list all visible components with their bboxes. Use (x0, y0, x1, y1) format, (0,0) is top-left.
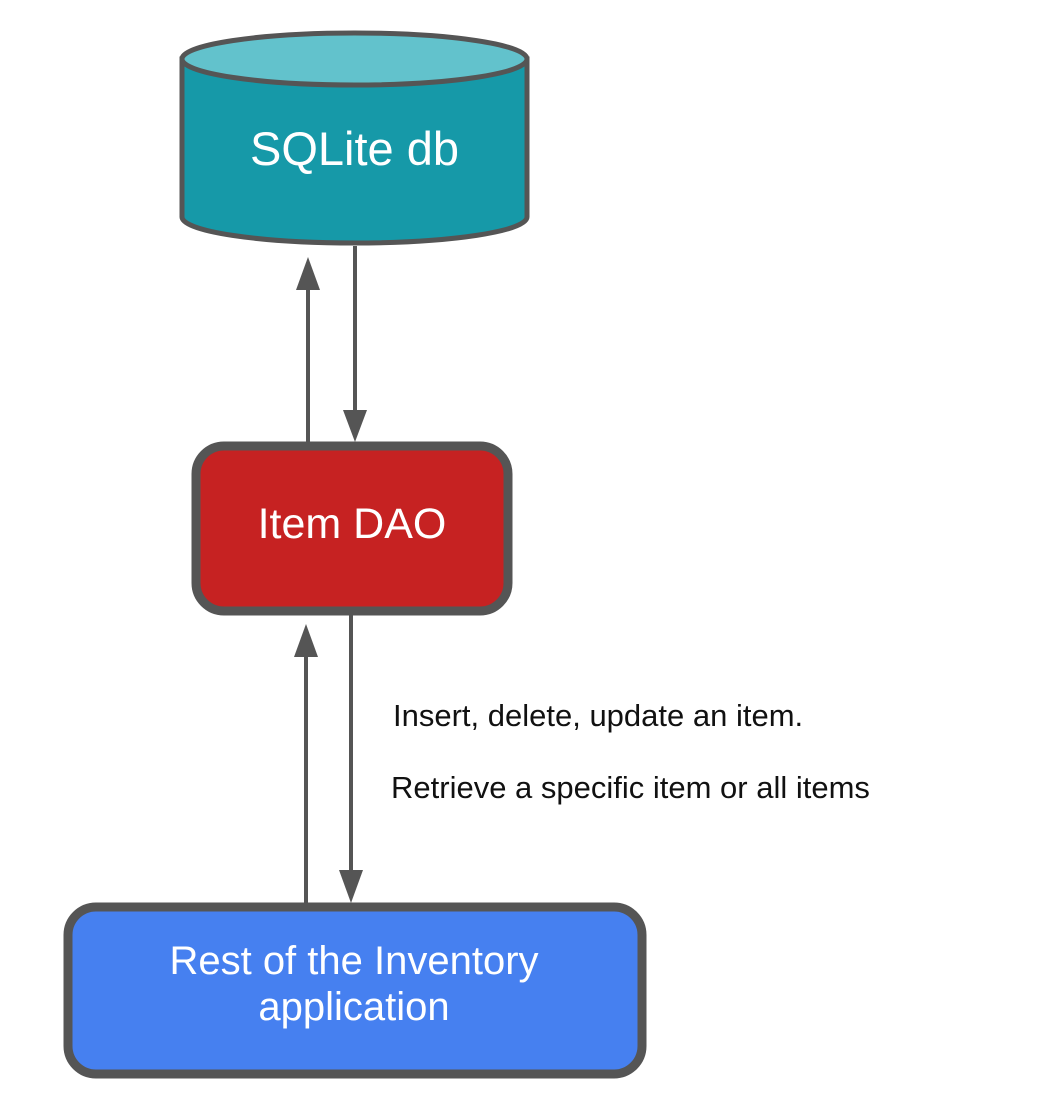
node-rest-of-app[interactable] (63, 902, 647, 1079)
edge-app-to-dao (294, 624, 318, 905)
edge-dao-to-app-arrowhead (339, 870, 363, 903)
cylinder-top (179, 30, 530, 88)
node-sqlite-db[interactable] (179, 30, 530, 246)
annotation-operations: Insert, delete, update an item. (393, 698, 804, 733)
annotation-retrieval: Retrieve a specific item or all items (391, 770, 870, 805)
edge-db-to-dao (343, 246, 367, 442)
edge-app-to-dao-arrowhead (294, 624, 318, 657)
node-item-dao[interactable] (191, 441, 513, 616)
edge-db-to-dao-arrowhead (343, 410, 367, 442)
edge-dao-to-db-arrowhead (296, 257, 320, 290)
edge-dao-to-app (339, 612, 363, 903)
item-dao-rect (191, 441, 513, 616)
rest-of-app-rect (63, 902, 647, 1079)
cylinder-body (179, 56, 530, 246)
edge-dao-to-db (296, 257, 320, 443)
